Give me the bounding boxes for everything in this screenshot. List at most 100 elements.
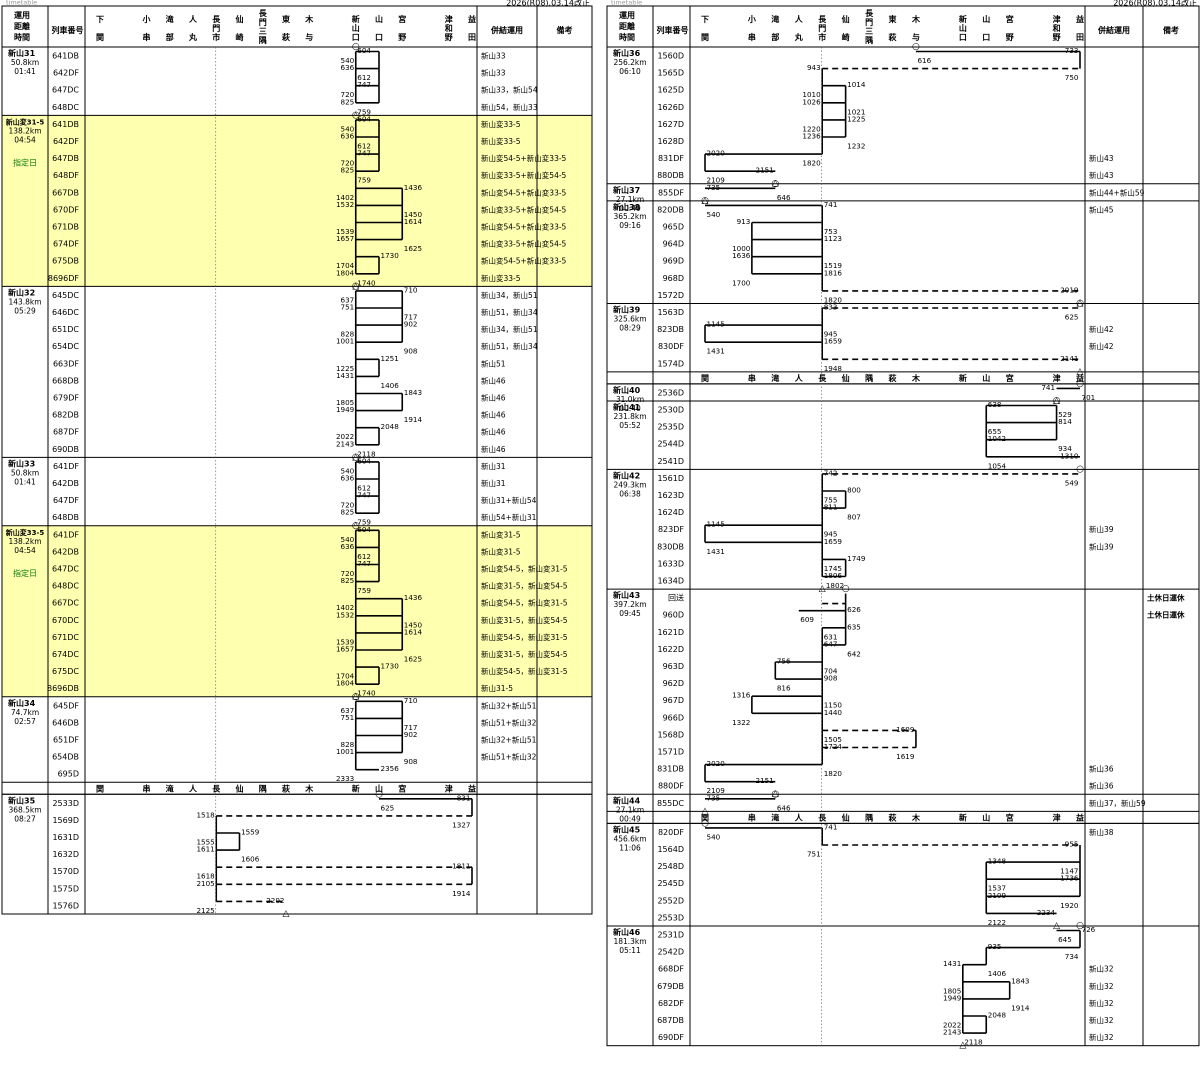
svg-text:山: 山 xyxy=(959,23,967,33)
svg-text:東: 東 xyxy=(889,14,897,24)
svg-text:関: 関 xyxy=(701,32,709,42)
time-label: 741 xyxy=(824,200,838,209)
train-number: 1633D xyxy=(657,559,684,568)
heiketsu-text: 新山変31-5 xyxy=(481,546,521,556)
heiketsu-text: 新山51，新山34 xyxy=(481,307,538,317)
train-number: 690DF xyxy=(658,1033,684,1042)
train-number: 667DC xyxy=(52,599,79,608)
duty-block: 新山46181.3km05:112531D726645○2542D9357346… xyxy=(607,921,1199,1051)
train-number: 687DF xyxy=(53,428,79,437)
heiketsu-text: 新山33 xyxy=(481,51,506,61)
heiketsu-text: 新山45 xyxy=(1089,204,1114,214)
svg-text:隅: 隅 xyxy=(865,813,873,822)
time-label: 945 xyxy=(824,530,838,539)
time-label: 1618 xyxy=(196,872,215,881)
svg-text:長: 長 xyxy=(259,9,268,18)
time-label: 2151 xyxy=(756,166,774,175)
heiketsu-text: 新山33，新山54 xyxy=(481,85,538,95)
heiketsu-text: 新山31 xyxy=(481,478,506,488)
time-label: 814 xyxy=(1058,417,1072,426)
train-number: 964D xyxy=(663,240,684,249)
time-label: 1436 xyxy=(404,183,423,192)
svg-text:滝: 滝 xyxy=(771,373,779,383)
train-number: 1571D xyxy=(657,748,684,757)
duty-name: 新山39 xyxy=(613,305,641,315)
time-label: 1555 xyxy=(196,838,214,847)
start-circle-icon: ○ xyxy=(352,452,360,462)
time-label: 747 xyxy=(357,149,371,158)
train-number: 1563D xyxy=(657,308,684,317)
start-circle-icon: ○ xyxy=(1076,379,1084,389)
time-label: 1402 xyxy=(336,193,354,202)
train-number: 641DB xyxy=(52,52,79,61)
time-label: 742 xyxy=(824,468,838,477)
time-label: 811 xyxy=(824,503,838,512)
train-number: 2544D xyxy=(657,440,684,449)
train-number: 670DC xyxy=(52,616,79,625)
time-label: 759 xyxy=(357,586,371,595)
heiketsu-text: 新山変54-5+新山変33-5 xyxy=(481,256,567,266)
train-number: 668DB xyxy=(52,376,79,385)
time-label: 604 xyxy=(357,456,371,465)
train-number: 963D xyxy=(663,662,684,671)
duty-name: 新山46 xyxy=(613,927,641,937)
heiketsu-text: 新山54，新山33 xyxy=(481,102,538,112)
train-number: 682DF xyxy=(658,999,684,1008)
time-label: 759 xyxy=(357,107,371,116)
train-number: 651DC xyxy=(52,325,79,334)
train-number: 969D xyxy=(663,257,684,266)
heiketsu-text: 新山51+新山32 xyxy=(481,717,537,727)
end-triangle-icon: △ xyxy=(959,1041,966,1051)
svg-text:山: 山 xyxy=(982,373,990,383)
train-number: 880DF xyxy=(658,782,684,791)
train-number: 823DF xyxy=(658,525,684,534)
time-label: 720 xyxy=(341,159,355,168)
time-label: 616 xyxy=(917,56,931,65)
time-label: 825 xyxy=(341,576,355,585)
time-label: 646 xyxy=(777,803,791,812)
duty-name: 新山40 xyxy=(613,385,641,395)
time-label: 908 xyxy=(824,674,838,683)
train-number: 641DF xyxy=(53,530,79,539)
duty-name: 新山41 xyxy=(613,402,641,412)
time-label: 828 xyxy=(341,740,355,749)
duty-time: 04:54 xyxy=(14,546,36,555)
heiketsu-text: 新山36 xyxy=(1089,781,1114,791)
train-number: 675DC xyxy=(52,667,79,676)
time-label: 955 xyxy=(1065,840,1079,849)
heiketsu-text: 新山43 xyxy=(1089,153,1114,163)
duty-distance: 27.1km xyxy=(616,805,644,814)
train-number: 967D xyxy=(663,696,684,705)
train-number: 1572D xyxy=(657,291,684,300)
start-circle-icon: ○ xyxy=(701,196,709,206)
svg-text:田: 田 xyxy=(1076,33,1084,42)
svg-text:宮: 宮 xyxy=(398,783,406,793)
heiketsu-text: 新山43 xyxy=(1089,170,1114,180)
heiketsu-text: 新山44+新山59 xyxy=(1089,187,1145,197)
station-separator: 関串滝人長仙隅萩木新山宮津益 xyxy=(607,371,1199,385)
time-label: 1636 xyxy=(732,251,751,260)
train-number: 831DB xyxy=(657,765,684,774)
duty-distance: 368.5km xyxy=(8,805,41,814)
time-label: 735 xyxy=(707,183,721,192)
time-label: 609 xyxy=(800,615,814,624)
